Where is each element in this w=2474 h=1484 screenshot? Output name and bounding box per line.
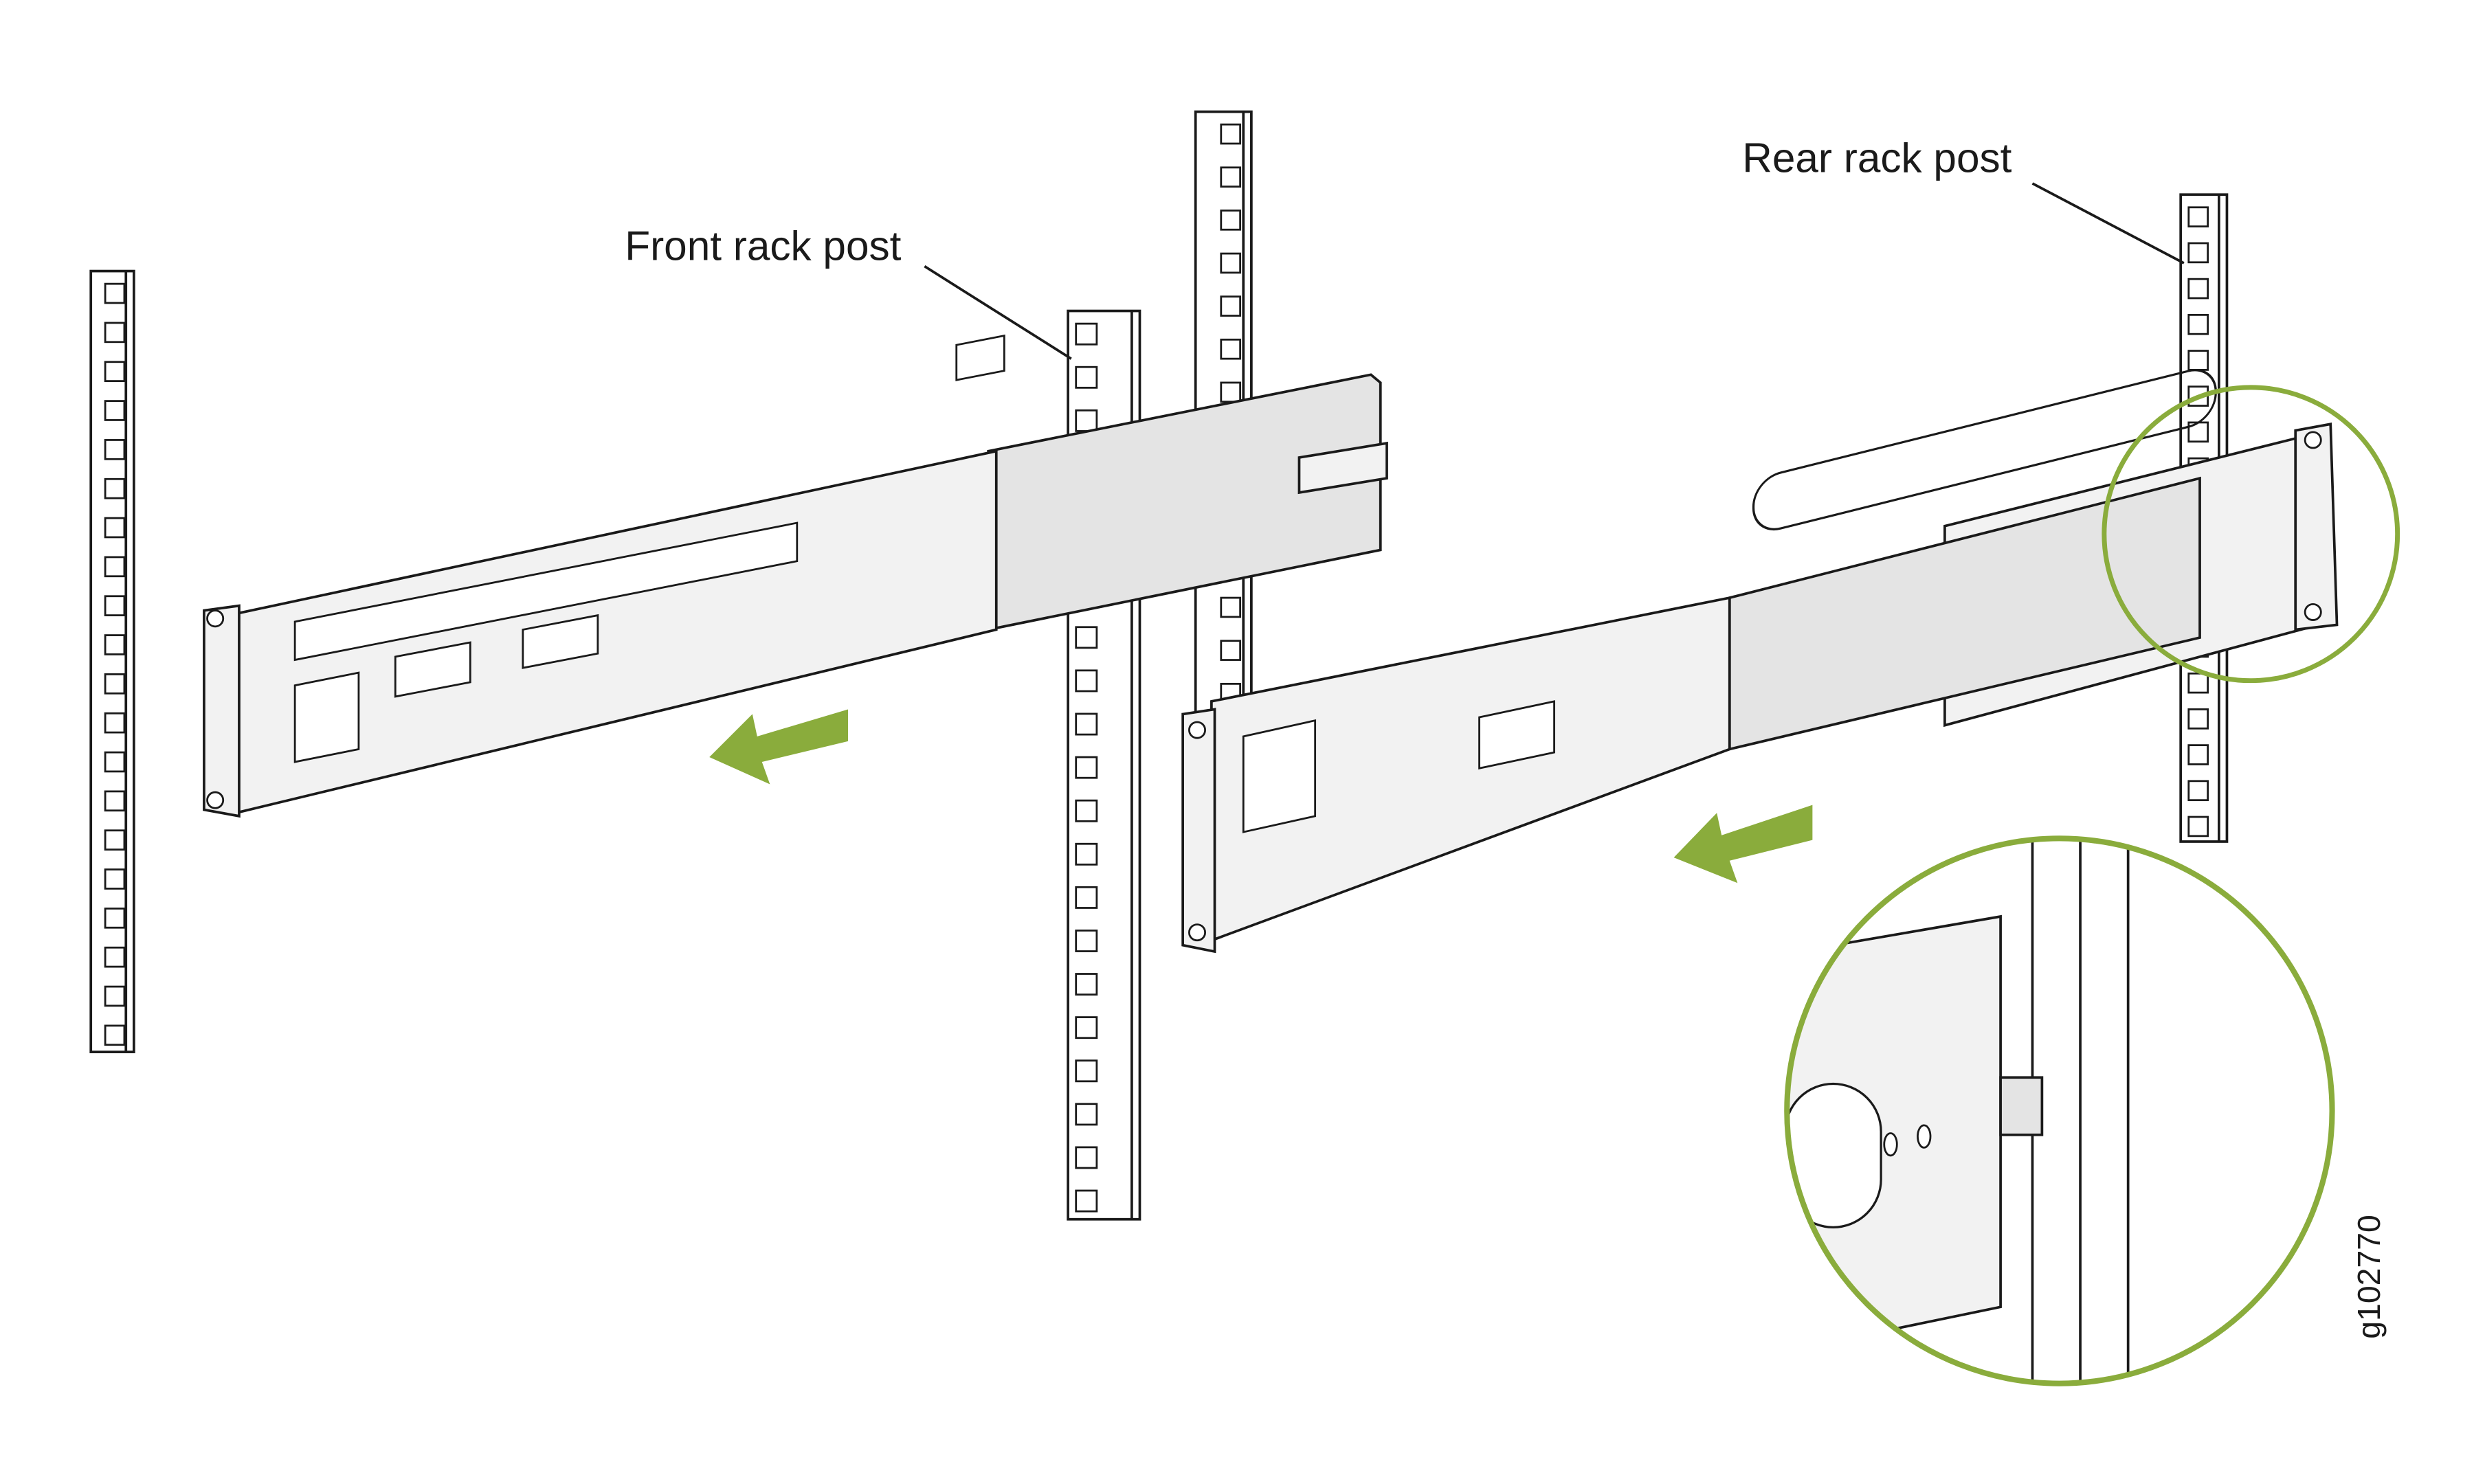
rack-hole: [104, 595, 126, 616]
rack-hole: [1220, 381, 1242, 403]
screw-icon: [2304, 431, 2322, 449]
rack-hole: [1220, 596, 1242, 618]
slide-direction-arrow-icon: [709, 709, 849, 785]
rack-hole: [1075, 842, 1098, 866]
rack-hole: [2187, 780, 2209, 802]
rack-hole: [1075, 1103, 1098, 1126]
figure-id: g102770: [2351, 1215, 2387, 1339]
left-rail-slot: [955, 334, 1005, 381]
rack-hole: [2187, 744, 2209, 765]
rack-hole: [1220, 210, 1242, 231]
front-rack-post-leader: [924, 265, 1072, 360]
screw-icon: [2304, 603, 2322, 621]
rack-hole: [1075, 1189, 1098, 1213]
rear-rack-post-label: Rear rack post: [1742, 135, 2011, 181]
rack-hole: [104, 477, 126, 499]
rack-hole: [1075, 366, 1098, 389]
rack-hole: [1075, 409, 1098, 432]
rack-hole: [1075, 669, 1098, 693]
rack-hole: [2187, 313, 2209, 335]
left-rail-front-bracket: [203, 604, 241, 818]
rack-hole: [104, 790, 126, 812]
slide-direction-arrow-icon: [1673, 805, 1813, 884]
rack-hole: [1075, 626, 1098, 649]
rack-hole: [1220, 338, 1242, 360]
rack-hole: [1075, 886, 1098, 909]
rack-hole: [104, 985, 126, 1007]
rack-hole: [1220, 166, 1242, 188]
rack-hole: [104, 439, 126, 460]
rack-hole: [104, 322, 126, 344]
rear-rack-post-leader: [2031, 182, 2185, 265]
rack-hole: [1075, 712, 1098, 736]
rack-hole: [104, 751, 126, 773]
rack-hole: [104, 282, 126, 304]
rack-hole: [2187, 206, 2209, 228]
rack-hole: [1220, 640, 1242, 661]
rack-hole: [104, 673, 126, 695]
rack-hole: [104, 517, 126, 539]
rack-hole: [1075, 973, 1098, 996]
left-rack-post: [89, 269, 135, 1054]
rack-hole: [2187, 421, 2209, 443]
rack-hole: [2187, 278, 2209, 300]
rack-hole: [104, 361, 126, 383]
rack-hole: [104, 634, 126, 655]
rack-hole: [1075, 1016, 1098, 1039]
rack-hole: [104, 1024, 126, 1046]
rack-hole: [2187, 816, 2209, 837]
detail-zoom-circle: [1784, 835, 2335, 1386]
rack-hole: [104, 829, 126, 851]
rack-hole: [1075, 1059, 1098, 1083]
right-rail-front-bracket: [1181, 708, 1216, 954]
rack-hole: [1075, 1146, 1098, 1169]
rack-hole: [1075, 799, 1098, 822]
rack-hole: [2187, 350, 2209, 371]
rack-hole: [1220, 252, 1242, 274]
rack-hole: [2187, 672, 2209, 694]
left-rail: [203, 334, 1388, 818]
detail-callout-circle: [2102, 385, 2400, 684]
rack-hole: [2187, 708, 2209, 730]
front-rack-post-label: Front rack post: [625, 222, 901, 269]
rack-hole: [104, 712, 126, 734]
rack-hole: [104, 400, 126, 421]
detail-zoom-view: [1784, 835, 2335, 1386]
screw-icon: [206, 609, 225, 628]
rack-hole: [1075, 322, 1098, 346]
left-rail-inner-slide: [987, 373, 1382, 631]
rack-hole: [2187, 242, 2209, 264]
rack-hole: [1075, 756, 1098, 779]
screw-icon: [206, 791, 225, 809]
rack-hole: [1220, 295, 1242, 317]
rack-hole: [1220, 123, 1242, 145]
rack-hole: [104, 556, 126, 578]
screw-icon: [1188, 923, 1207, 942]
right-rail: [1181, 369, 2339, 954]
rack-hole: [104, 908, 126, 929]
rack-hole: [104, 946, 126, 968]
screw-icon: [1188, 721, 1207, 739]
rack-hole: [1075, 930, 1098, 952]
rack-hole: [104, 868, 126, 890]
